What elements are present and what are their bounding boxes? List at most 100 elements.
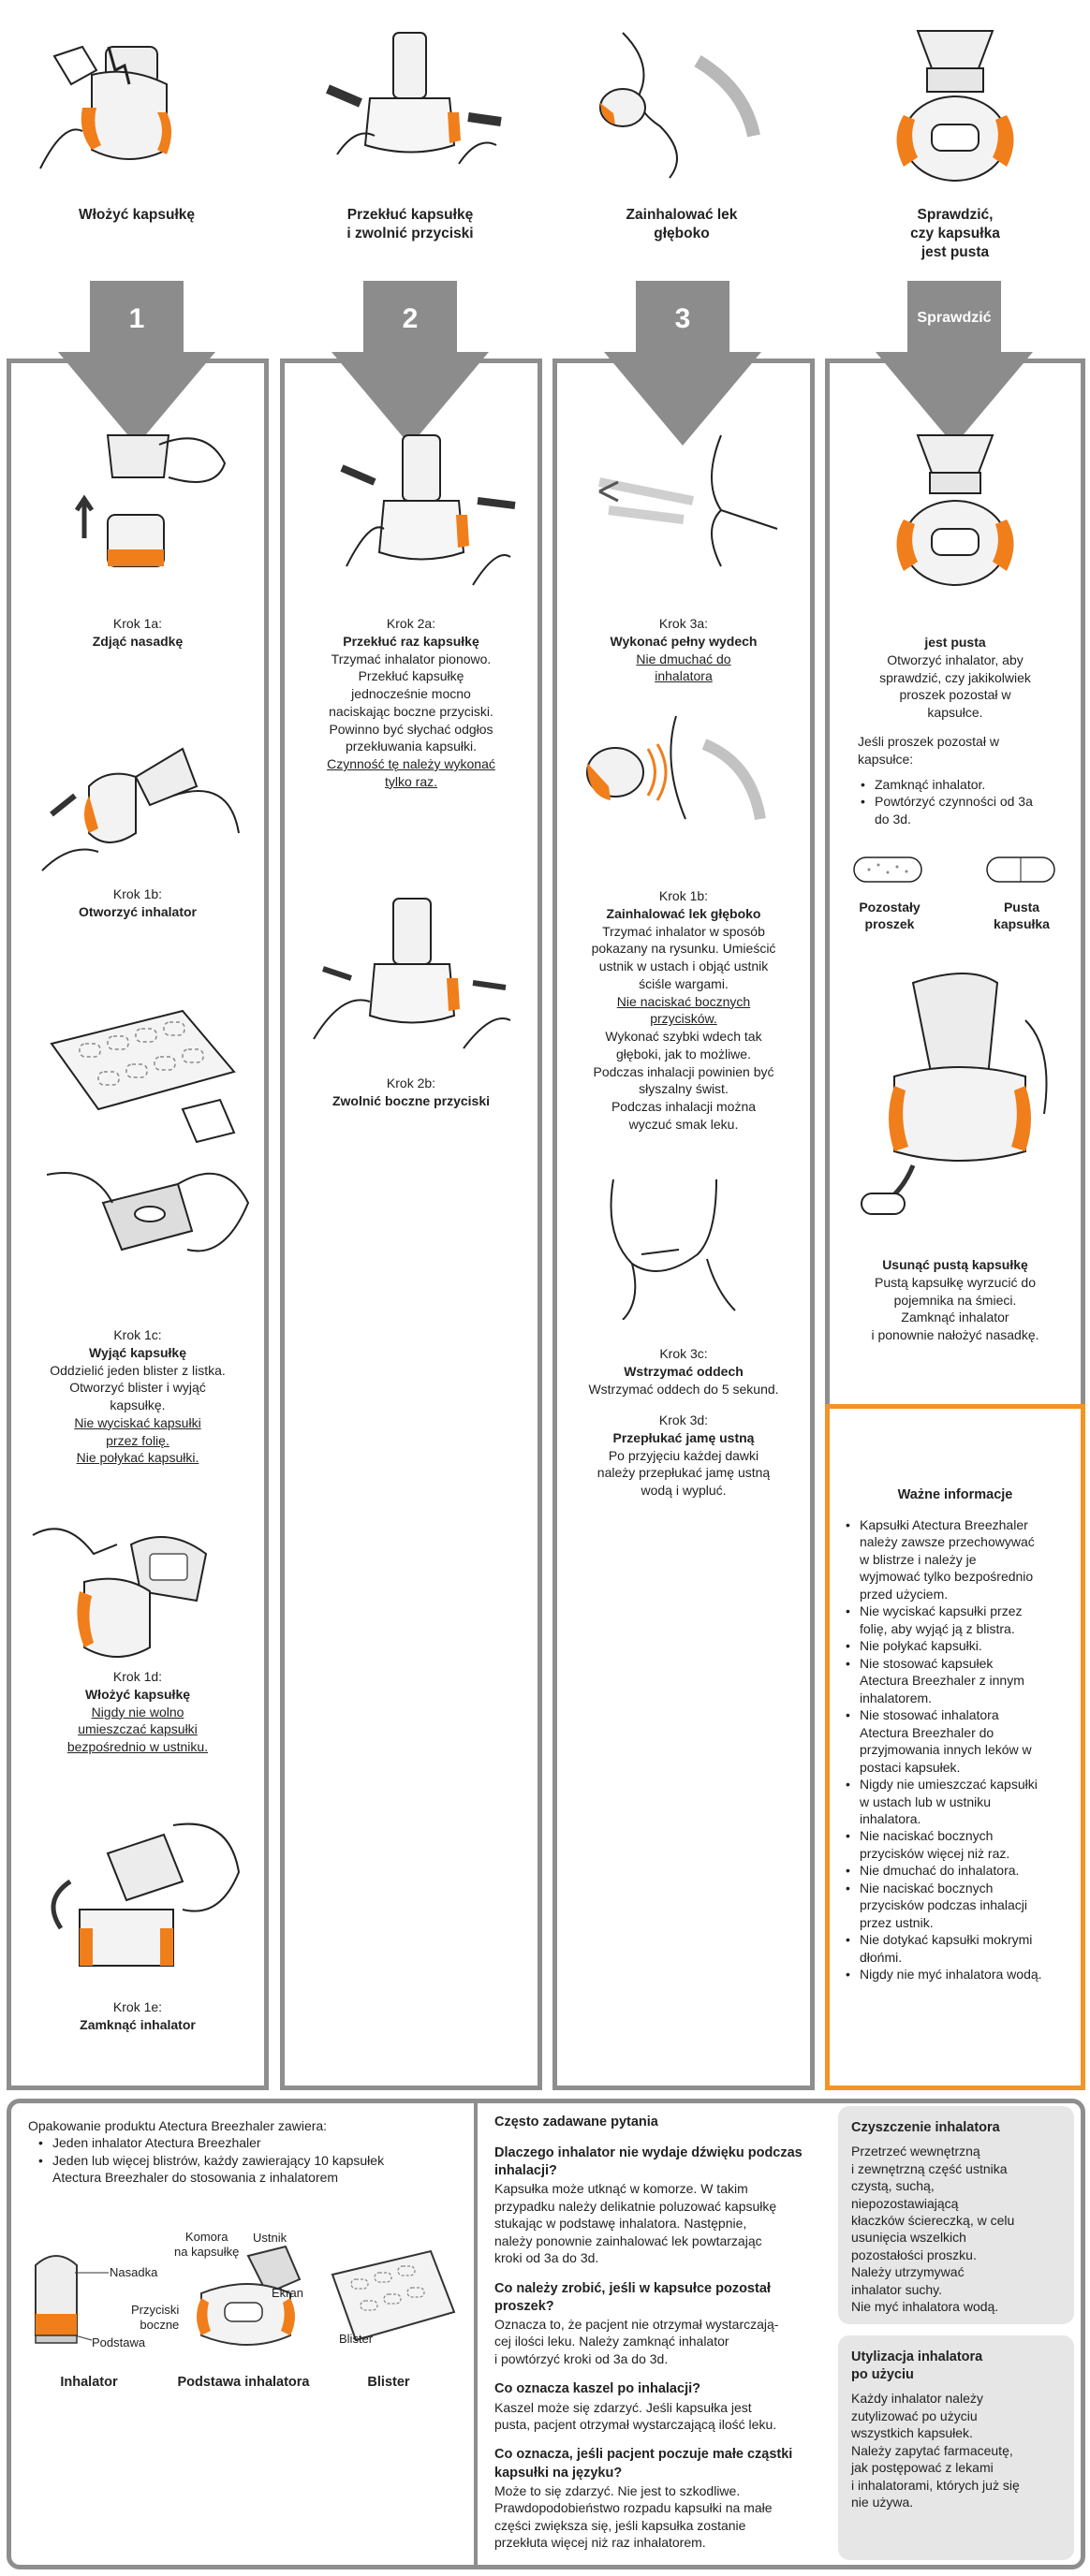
step-3b: Krok 1b: Zainhalować lek głęboko Trzymać…: [557, 887, 810, 1134]
important-item: Nigdy nie umieszczać kapsułki w ustach l…: [843, 1776, 1073, 1827]
package-item: Jeden inhalator Atectura Breezhaler: [36, 2134, 468, 2152]
illus-hold-breath: [610, 1179, 736, 1320]
top-caption-2: Przekłuć kapsułkę i zwolnić przyciski: [346, 207, 474, 242]
step-2b-label: Krok 2b:: [386, 1076, 436, 1090]
step-1d-warning: Nigdy nie wolno umieszczać kapsułki bezp…: [66, 1704, 209, 1755]
faq-answer-3: Kaszel może się zdarzyć. Jeśli kapsułka …: [494, 2399, 777, 2432]
step-2b: Krok 2b: Zwolnić boczne przyciski: [285, 1075, 538, 1110]
package-item: Jeden lub więcej blistrów, każdy zawiera…: [36, 2152, 468, 2187]
step-arrow-2-label: 2: [403, 303, 419, 334]
column-step-2: [280, 359, 542, 2090]
important-item: Nie naciskać bocznych przycisków więcej …: [843, 1827, 1073, 1862]
capsule-empty-icon: [986, 856, 1055, 883]
step-arrow-1-label: 1: [129, 303, 145, 334]
package-contents: Opakowanie produktu Atectura Breezhaler …: [28, 2117, 468, 2187]
important-item: Kapsułki Atectura Breezhaler należy zaws…: [843, 1516, 1073, 1603]
step-2b-title: Zwolnić boczne przyciski: [331, 1092, 491, 1108]
bottom-divider: [474, 2100, 478, 2567]
leader-lines-inhaler: [75, 2272, 109, 2341]
step-1c-warning-foil: Nie wyciskać kapsułki przez folię.: [74, 1414, 201, 1448]
top-caption-4: Sprawdzić, czy kapsułka jest pusta: [910, 207, 1000, 260]
remove-capsule-title: Usunąć pustą kapsułkę: [882, 1257, 1028, 1272]
faq-question-2: Co należy zrobić, jeśli w kapsułce pozos…: [494, 2280, 771, 2314]
package-intro: Opakowanie produktu Atectura Breezhaler …: [28, 2118, 328, 2133]
capsule-powder-label: Pozostały proszek: [859, 900, 921, 932]
step-3b-warning: Nie naciskać bocznych przycisków.: [616, 993, 751, 1027]
faq-answer-4: Może to się zdarzyć. Nie jest to szkodli…: [494, 2482, 773, 2551]
label-blister: Blister: [339, 2332, 374, 2346]
step-3b-body-1: Trzymać inhalator w sposób pokazany na r…: [591, 923, 776, 991]
step-1c: Krok 1c: Wyjąć kapsułkę Oddzielić jeden …: [11, 1326, 264, 1467]
label-ustnik: Ustnik: [253, 2231, 287, 2245]
step-3b-body-2: Wykonać szybki wdech tak głęboki, jak to…: [593, 1029, 774, 1132]
illus-inhaler-base: [197, 2245, 302, 2346]
step-1a-label: Krok 1a:: [112, 616, 163, 631]
step-3b-title: Zainhalować lek głęboko: [606, 905, 761, 921]
step-3c: Krok 3c: Wstrzymać oddech Wstrzymać odde…: [557, 1345, 810, 1398]
important-item: Nie dotykać kapsułki mokrymi dłońmi.: [843, 1931, 1073, 1966]
faq-answer-2: Oznacza to, że pacjent nie otrzymał wyst…: [494, 2316, 779, 2366]
illus-blister-card: [50, 1009, 236, 1144]
step-1b-label: Krok 1b:: [112, 886, 163, 901]
column-step-3: [552, 359, 815, 2090]
remove-capsule: Usunąć pustą kapsułkę Pustą kapsułkę wyr…: [830, 1256, 1081, 1344]
illus-inhaler-closed: [35, 2255, 78, 2344]
important-item: Nie dmuchać do inhalatora.: [843, 1862, 1073, 1880]
step-3d: Krok 3d: Przepłukać jamę ustną Po przyję…: [557, 1412, 810, 1500]
step-1c-label: Krok 1c:: [113, 1327, 162, 1342]
step-1d-title: Włożyć kapsułkę: [84, 1686, 191, 1702]
label-komora: Komora na kapsułkę: [174, 2230, 240, 2259]
caption-podstawa: Podstawa inhalatora: [177, 2375, 310, 2390]
cleaning-title: Czyszczenie inhalatora: [851, 2120, 1000, 2135]
step-arrow-3: 3: [604, 281, 761, 446]
check-residual-item-2: Powtórzyć czynności od 3a do 3d.: [858, 793, 1073, 828]
faq-answer-1: Kapsułka może utknąć w komorze. W takim …: [494, 2181, 777, 2266]
check-residual-item-1: Zamknąć inhalator.: [858, 776, 1073, 794]
disposal-body: Każdy inhalator należy zutylizować po uż…: [851, 2391, 1020, 2510]
step-2a-label: Krok 2a:: [386, 616, 436, 631]
top-caption-3: Zainhalować lek głęboko: [626, 207, 738, 242]
label-podstawa: Podstawa: [92, 2335, 146, 2349]
check-empty-body: Otworzyć inhalator, aby sprawdzić, czy j…: [879, 651, 1031, 720]
step-1b-title: Otworzyć inhalator: [78, 903, 198, 919]
step-1c-warning-swallow: Nie połykać kapsułki.: [76, 1450, 199, 1466]
illus-exhale: [598, 434, 778, 567]
illus-pierce-step: [340, 434, 516, 586]
illus-release-buttons: [313, 898, 511, 1049]
illus-inhale: [599, 32, 760, 179]
step-3d-title: Przepłukać jamę ustną: [612, 1429, 755, 1445]
step-3b-label: Krok 1b:: [658, 888, 709, 903]
illus-open-blister: [46, 1172, 250, 1252]
step-2a: Krok 2a: Przekłuć raz kapsułkę Trzymać i…: [285, 615, 538, 791]
step-1d: Krok 1d: Włożyć kapsułkę Nigdy nie wolno…: [11, 1668, 264, 1756]
label-ekran: Ekran: [272, 2286, 303, 2300]
step-1b: Krok 1b: Otworzyć inhalator: [11, 886, 264, 921]
step-1c-body: Oddzielić jeden blister z listka. Otworz…: [50, 1362, 226, 1413]
important-item: Nie naciskać bocznych przycisków podczas…: [843, 1880, 1073, 1931]
label-przyciski: Przyciski boczne: [131, 2303, 180, 2332]
step-arrow-1: 1: [58, 281, 215, 446]
faq-heading: Często zadawane pytania: [494, 2115, 658, 2130]
illus-check-empty: [896, 434, 1014, 586]
step-1e: Krok 1e: Zamknąć inhalator: [11, 1998, 264, 2034]
remove-capsule-body: Pustą kapsułkę wyrzucić do pojemnika na …: [871, 1274, 1039, 1342]
illus-insert-capsule: [39, 45, 171, 169]
top-caption-1: Włożyć kapsułkę: [78, 207, 196, 223]
step-3a-label: Krok 3a:: [658, 616, 709, 631]
illus-check-capsule: [896, 30, 1014, 182]
disposal-title: Utylizacja inhalatora po użyciu: [851, 2349, 983, 2383]
illus-open-inhaler: [41, 747, 240, 871]
important-title: Ważne informacje: [897, 1487, 1013, 1502]
step-3a-title: Wykonać pełny wydech: [610, 633, 758, 649]
disposal-box: Utylizacja inhalatora po użyciu Każdy in…: [838, 2335, 1074, 2560]
step-3a-warning: Nie dmuchać do inhalatora: [636, 651, 731, 684]
step-1e-label: Krok 1e:: [112, 1999, 163, 2014]
step-3c-title: Wstrzymać oddech: [624, 1363, 744, 1379]
capsule-with-powder-icon: [853, 856, 922, 883]
check-residual: Jeśli proszek pozostał w kapsułce: Zamkn…: [858, 733, 1073, 828]
faq-question-1: Dlaczego inhalator nie wydaje dźwięku po…: [494, 2145, 803, 2179]
caption-blister: Blister: [367, 2375, 410, 2390]
step-1a: Krok 1a: Zdjąć nasadkę: [11, 615, 264, 651]
important-item: Nie wyciskać kapsułki przez folię, aby w…: [843, 1603, 1073, 1637]
step-2a-title: Przekłuć raz kapsułkę: [343, 633, 479, 649]
